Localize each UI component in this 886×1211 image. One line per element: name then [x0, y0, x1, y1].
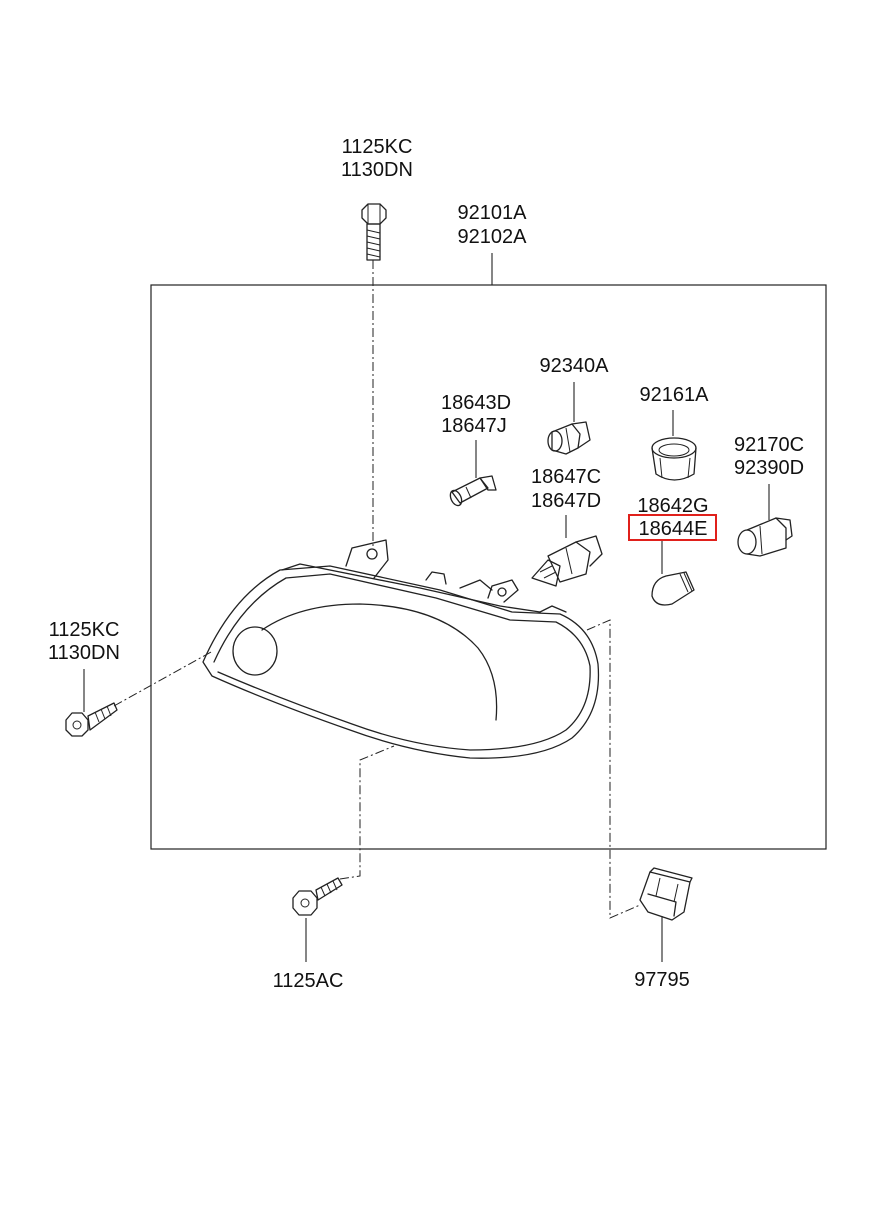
label-bulb-head-1[interactable]: 18647C — [531, 466, 601, 488]
label-clip[interactable]: 97795 — [634, 969, 690, 991]
label-bulb-turn-1[interactable]: 92170C — [734, 434, 804, 456]
label-socket-small-2[interactable]: 18647J — [441, 415, 507, 437]
leader-lines — [83, 253, 770, 962]
highlight-box — [628, 514, 717, 541]
dashed-center-lines — [113, 260, 641, 919]
bulb-head-icon[interactable] — [531, 535, 603, 587]
label-bulb-amber-2[interactable]: 18644E — [639, 518, 708, 540]
label-socket-small-1[interactable]: 18643D — [441, 392, 511, 414]
label-screw-bottom[interactable]: 1125AC — [273, 970, 344, 992]
clip-icon[interactable] — [639, 867, 693, 921]
label-bulb-head-2[interactable]: 18647D — [531, 490, 601, 512]
socket-ring-icon[interactable] — [651, 437, 697, 481]
assembly-frame — [150, 284, 827, 850]
label-assembly-1[interactable]: 92101A — [458, 202, 528, 224]
label-socket-main[interactable]: 92161A — [640, 384, 710, 406]
label-screw-top-2[interactable]: 1130DN — [341, 159, 413, 181]
headlamp-housing-icon[interactable] — [202, 539, 600, 759]
label-assembly-2[interactable]: 92102A — [458, 226, 528, 248]
label-bulb-amber-1[interactable]: 18642G — [637, 495, 708, 517]
bulb-small-icon[interactable] — [448, 475, 497, 507]
bulb-turn-icon[interactable] — [737, 517, 793, 557]
bulb-side-icon[interactable] — [547, 421, 591, 455]
bulb-amber-icon[interactable] — [651, 571, 695, 606]
screw-left-icon[interactable] — [65, 702, 118, 737]
label-bulb-side[interactable]: 92340A — [540, 355, 610, 377]
screw-bottom-icon[interactable] — [292, 877, 343, 916]
screw-top-icon[interactable] — [361, 203, 387, 261]
label-screw-top-1[interactable]: 1125KC — [342, 136, 413, 158]
label-screw-left-1[interactable]: 1125KC — [49, 619, 120, 641]
label-screw-left-2[interactable]: 1130DN — [48, 642, 120, 664]
label-bulb-turn-2[interactable]: 92390D — [734, 457, 804, 479]
